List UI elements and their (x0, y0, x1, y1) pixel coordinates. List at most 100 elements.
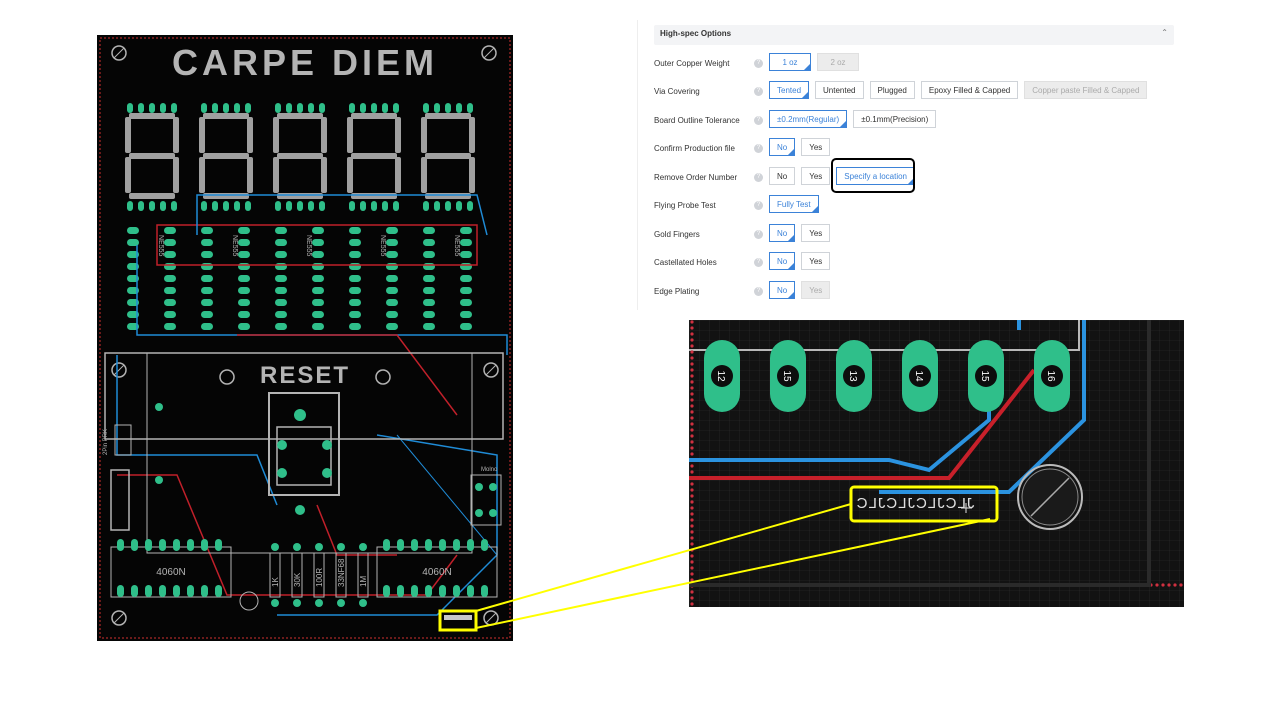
ic-pad (386, 311, 398, 318)
option-label: Remove Order Number (654, 173, 738, 182)
option-row-gold-fingers: Gold Fingers ? No Yes (654, 224, 1174, 246)
pad-number: 15 (781, 370, 792, 382)
ic-pad (238, 239, 250, 246)
counter-chip-left-label: 4060N (156, 567, 185, 578)
ic-pad (127, 287, 139, 294)
ic-pad (201, 239, 213, 246)
ic-pad (312, 299, 324, 306)
ic-pad (423, 311, 435, 318)
high-spec-options-header[interactable]: High-spec Options ⌃ (654, 25, 1174, 45)
option-button-no[interactable]: No (769, 224, 796, 242)
seven-segment-digit (125, 103, 179, 211)
resistor-label: 1M (359, 576, 368, 587)
ic-pad (349, 299, 361, 306)
high-spec-options-panel: High-spec Options ⌃ Outer Copper Weight … (637, 20, 1183, 310)
resistor-label: 1K (271, 577, 280, 587)
ic-pad (312, 287, 324, 294)
help-icon[interactable]: ? (754, 230, 763, 239)
counter-chip-left-outline (110, 546, 232, 598)
ic-pad (312, 263, 324, 270)
ic-pad (312, 323, 324, 330)
ic-pad (164, 275, 176, 282)
option-button-2oz[interactable]: 2 oz (817, 53, 859, 71)
option-button-regular-tolerance[interactable]: ±0.2mm(Regular) (769, 110, 848, 128)
option-button-tented[interactable]: Tented (769, 81, 810, 99)
board-title: CARPE DIEM (172, 42, 438, 83)
option-button-untented[interactable]: Untented (815, 81, 864, 99)
mounting-hole (1017, 464, 1083, 530)
help-icon[interactable]: ? (754, 201, 763, 210)
ic-pad (164, 323, 176, 330)
option-button-yes[interactable]: Yes (801, 138, 831, 156)
help-icon[interactable]: ? (754, 116, 763, 125)
option-row-flying-probe-test: Flying Probe Test ? Fully Test (654, 195, 1174, 217)
ic-pad (423, 227, 435, 234)
help-icon[interactable]: ? (754, 144, 763, 153)
ic-pad (238, 227, 250, 234)
ic-pad (275, 311, 287, 318)
help-icon[interactable]: ? (754, 87, 763, 96)
seven-segment-displays (125, 103, 475, 211)
option-button-no[interactable]: No (769, 167, 796, 185)
option-button-epoxy-filled[interactable]: Epoxy Filled & Capped (920, 81, 1019, 99)
ic-pad (312, 251, 324, 258)
ic-pad (349, 323, 361, 330)
option-row-confirm-production-file: Confirm Production file ? No Yes (654, 138, 1174, 160)
ic-pad (349, 239, 361, 246)
chip-label: NE555 (453, 235, 460, 257)
help-icon[interactable]: ? (754, 173, 763, 182)
help-icon[interactable]: ? (754, 59, 763, 68)
ic-pad (275, 323, 287, 330)
regulator-pad (294, 409, 306, 421)
option-button-yes[interactable]: Yes (801, 252, 831, 270)
ic-pad (275, 299, 287, 306)
ic-pad (275, 287, 287, 294)
option-row-via-covering: Via Covering ? Tented Untented Plugged E… (654, 81, 1174, 103)
ic-pad (423, 287, 435, 294)
ic-pad (423, 323, 435, 330)
option-button-yes[interactable]: Yes (801, 281, 831, 299)
reset-switch-outline (146, 352, 473, 554)
resistor-label: 33NF68 (337, 558, 346, 587)
counter-chip-right-label: 4060N (422, 567, 451, 578)
ic-pad (201, 251, 213, 258)
ic-pad (349, 227, 361, 234)
option-button-copper-paste[interactable]: Copper paste Filled & Capped (1024, 81, 1148, 99)
ic-pad (238, 299, 250, 306)
ic-pad (127, 227, 139, 234)
option-button-specify-location[interactable]: Specify a location (836, 167, 915, 185)
ic-pad (460, 311, 472, 318)
chip-label: NE555 (157, 235, 164, 257)
option-button-yes[interactable]: Yes (801, 224, 831, 242)
option-button-no[interactable]: No (769, 281, 796, 299)
red-trace (689, 368, 1036, 480)
ic-pad (238, 275, 250, 282)
help-icon[interactable]: ? (754, 258, 763, 267)
ic-pad (349, 311, 361, 318)
option-label: Outer Copper Weight (654, 59, 730, 68)
option-button-no[interactable]: No (769, 138, 796, 156)
option-button-yes[interactable]: Yes (801, 167, 831, 185)
option-button-no[interactable]: No (769, 252, 796, 270)
board-outline (99, 37, 511, 639)
order-number-marker (444, 615, 472, 620)
ic-pad (423, 263, 435, 270)
option-button-precision-tolerance[interactable]: ±0.1mm(Precision) (853, 110, 937, 128)
ic-pad (127, 323, 139, 330)
ic-pad (238, 251, 250, 258)
option-button-1oz[interactable]: 1 oz (769, 53, 811, 71)
option-row-edge-plating: Edge Plating ? No Yes (654, 281, 1174, 303)
option-button-plugged[interactable]: Plugged (869, 81, 915, 99)
mounting-hole (481, 45, 497, 61)
help-icon[interactable]: ? (754, 287, 763, 296)
ic-pad (127, 299, 139, 306)
seven-segment-digit (421, 103, 475, 211)
ic-pad (275, 275, 287, 282)
ic-pad (164, 251, 176, 258)
chevron-up-icon[interactable]: ⌃ (1161, 28, 1168, 37)
ic-pad (460, 239, 472, 246)
mounting-hole (111, 45, 127, 61)
ic-pad (423, 251, 435, 258)
option-button-fully-test[interactable]: Fully Test (769, 195, 819, 213)
